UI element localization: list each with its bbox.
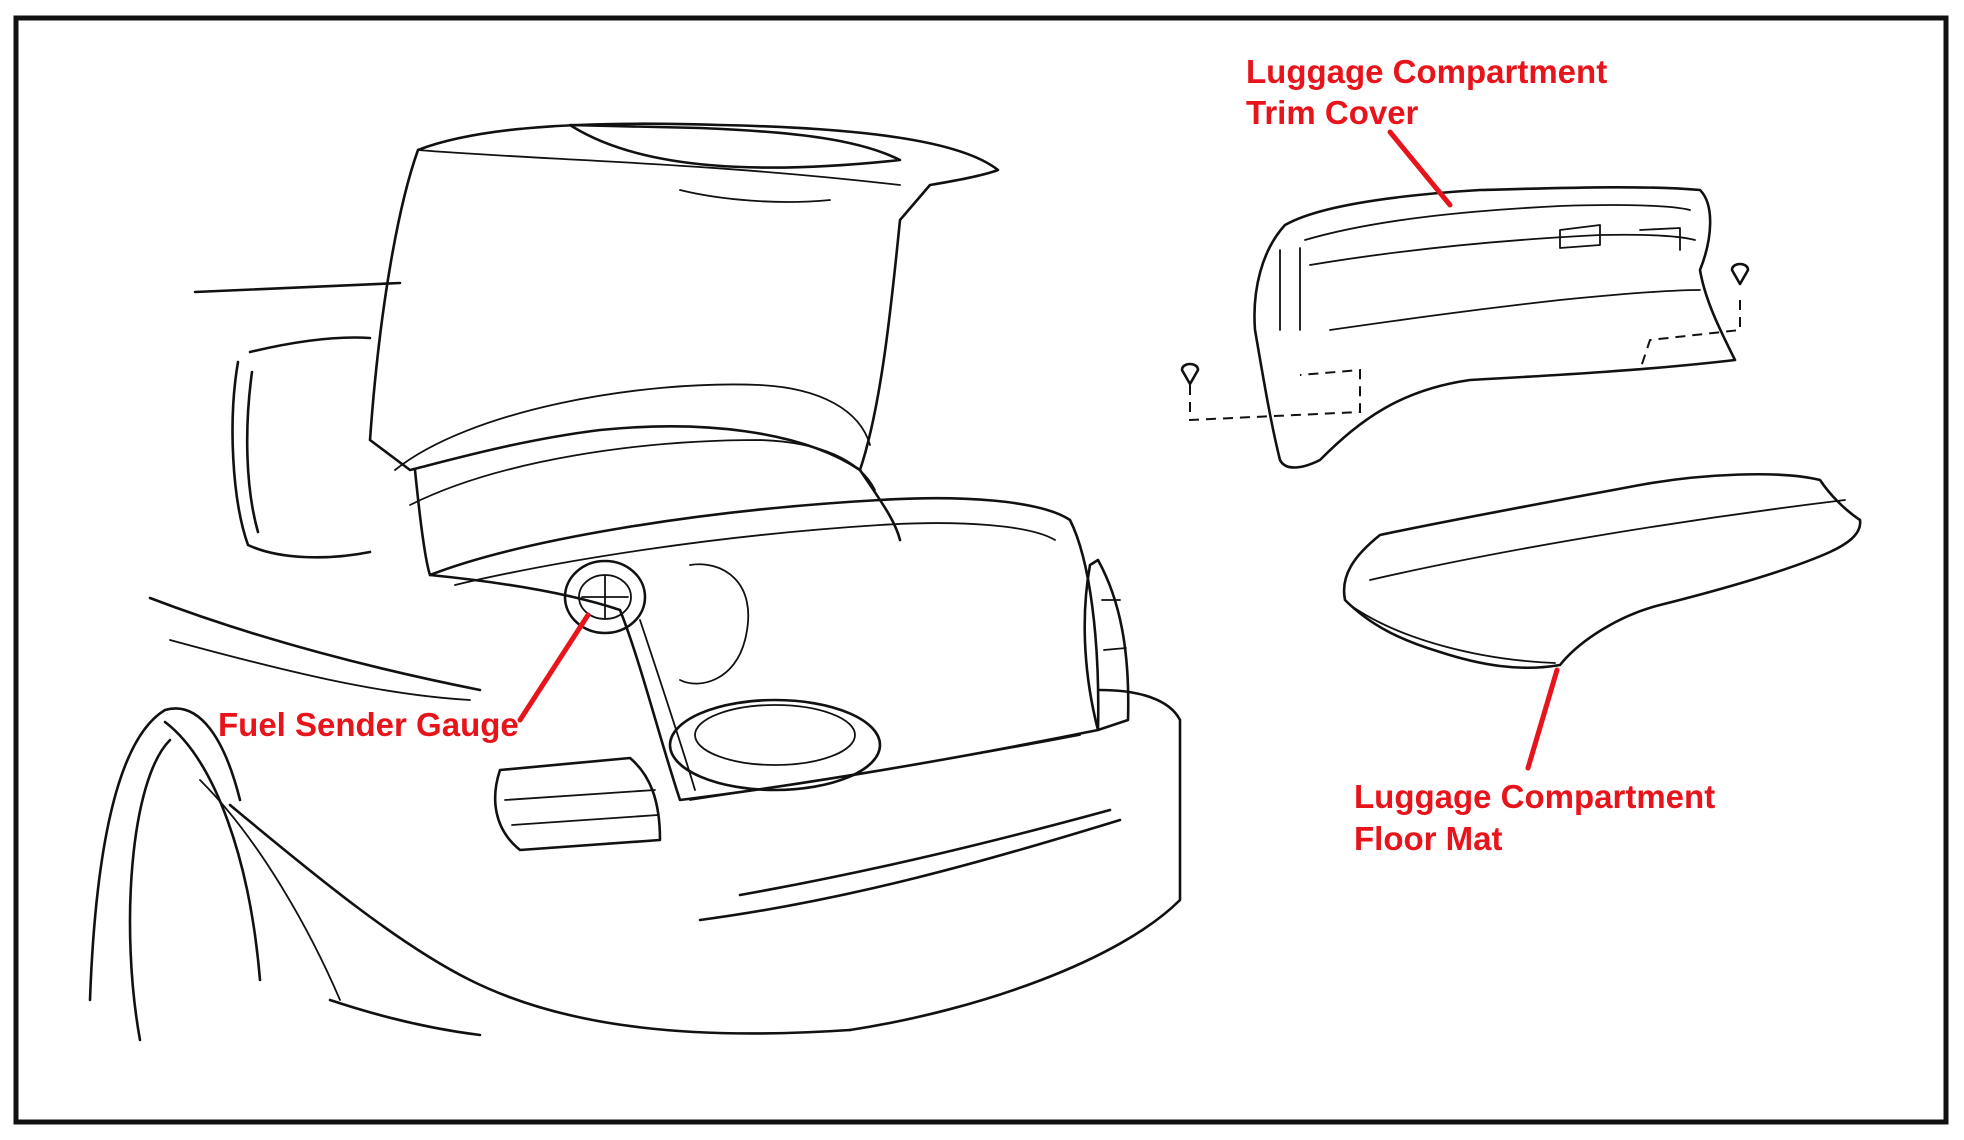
figure-frame — [13, 15, 1949, 1125]
fuel-sender-leader — [517, 612, 591, 723]
floor-mat-leader — [1525, 667, 1560, 771]
fuel-sender-label: Fuel Sender Gauge — [218, 706, 519, 743]
trim-cover-leader — [1387, 129, 1453, 208]
car-rear-illustration — [88, 122, 1182, 1042]
floor-mat-illustration — [1342, 473, 1862, 670]
trim-cover-illustration — [1180, 185, 1750, 469]
floor-mat-label-line2: Floor Mat — [1354, 820, 1502, 857]
trim-cover-label-line1: Luggage Compartment — [1246, 53, 1607, 90]
floor-mat-label-line1: Luggage Compartment — [1354, 778, 1715, 815]
trim-cover-label-line2: Trim Cover — [1246, 94, 1419, 131]
